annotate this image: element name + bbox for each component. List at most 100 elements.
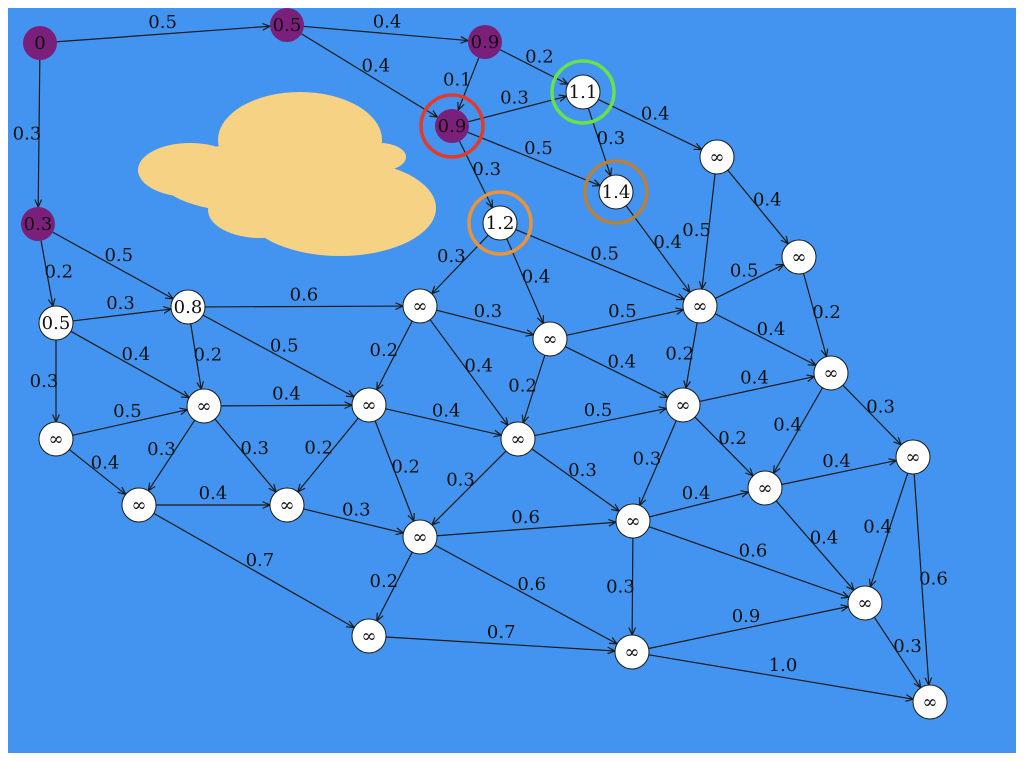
graph-node-n17[interactable]: ∞ [500,421,536,457]
edge-n11-n12 [204,306,403,307]
graph-node-n9[interactable]: ∞ [781,239,817,275]
graph-node-n8[interactable]: ∞ [699,139,735,175]
unvisited-node-circle [847,585,883,621]
node-distance-label: ∞ [758,478,773,499]
node-distance-label: 0.9 [438,116,467,137]
edge-n13-n14 [566,310,684,336]
edge-weight-label: 0.4 [740,367,769,388]
node-distance-label: ∞ [413,296,428,317]
graph-node-n3[interactable]: 0.3 [21,207,55,241]
edge-weight-label: 0.2 [304,437,333,458]
graph-node-n7[interactable]: 1.2 [467,190,533,256]
unvisited-node-circle [813,355,849,391]
edge-n23-n24 [436,522,616,537]
node-distance-label: 0.3 [24,214,53,235]
edge-n3-n11 [52,231,173,299]
edge-n16-n23 [374,420,414,521]
unvisited-node-circle [38,305,74,341]
edge-n16-n22 [298,417,359,492]
edge-weight-label: 0.3 [472,159,501,180]
edge-weight-label: 0.3 [500,87,529,108]
edge-weight-label: 0.7 [246,550,275,571]
edge-n29-n30 [385,636,615,651]
edge-weight-label: 0.2 [508,375,537,396]
graph-node-n30[interactable]: ∞ [614,634,650,670]
graph-node-n18[interactable]: ∞ [38,421,74,457]
graph-node-n24[interactable]: ∞ [615,503,651,539]
edge-weight-label: 0.4 [464,355,493,376]
edge-n6-n14 [625,205,690,293]
edge-n13-n17 [523,355,546,423]
graph-node-n20[interactable]: ∞ [665,387,701,423]
edge-weight-label: 0.2 [665,343,694,364]
edge-n21-n26 [842,384,901,445]
edge-weight-label: 0.4 [653,232,682,253]
edge-weight-label: 0.3 [597,128,626,149]
graph-node-n10[interactable]: 0.5 [38,305,74,341]
graph-node-n11[interactable]: 0.8 [170,289,206,325]
edge-n23-n29 [377,551,413,621]
node-distance-label: ∞ [858,593,873,614]
edge-n30-n28 [648,606,849,650]
graph-node-n1[interactable]: 0.5 [270,8,304,42]
graph-node-n12[interactable]: ∞ [402,288,438,324]
edge-n5-n6 [587,107,610,176]
node-distance-label: 1.2 [486,213,515,234]
edge-n15-n16 [220,405,352,406]
edge-weight-label: 0.4 [773,415,802,436]
edge-weight-label: 0.4 [522,266,551,287]
edge-n12-n16 [377,320,413,390]
edge-weight-label: 0.6 [517,574,546,595]
node-distance-label: ∞ [132,495,147,516]
graph-node-n32[interactable]: ∞ [912,684,948,720]
graph-node-n6[interactable]: 1.4 [583,159,649,225]
graph-node-n4[interactable]: 0.9 [419,93,485,159]
graph-node-n26[interactable]: ∞ [895,439,931,475]
edge-n7-n14 [515,228,685,300]
edge-n20-n25 [694,416,753,476]
edge-weight-label: 0.7 [487,622,516,643]
graph-node-n15[interactable]: ∞ [186,388,222,424]
edge-n12-n13 [436,309,533,335]
node-distance-label: ∞ [49,429,64,450]
edge-n1-n2 [303,25,468,40]
graph-node-n28[interactable]: ∞ [847,585,883,621]
graph-node-n29[interactable]: ∞ [351,618,387,654]
unvisited-node-circle [615,503,651,539]
edge-n25-n26 [781,460,897,486]
unvisited-node-circle [38,421,74,457]
node-distance-label: 0 [34,33,45,54]
node-distance-label: ∞ [362,395,377,416]
unvisited-node-circle [699,139,735,175]
unvisited-node-circle [351,387,387,423]
edge-n17-n20 [534,408,667,437]
edge-n4-n6 [467,131,600,185]
edge-weight-label: 0.1 [443,70,472,91]
graph-node-n14[interactable]: ∞ [682,288,718,324]
graph-node-n0[interactable]: 0 [23,26,57,60]
graph-node-n16[interactable]: ∞ [351,387,387,423]
water-background [8,8,1016,753]
edge-weight-label: 0.2 [44,261,73,282]
edge-weight-label: 0.4 [608,351,637,372]
unvisited-node-circle [895,439,931,475]
highlight-ring [419,93,485,159]
graph-node-n5[interactable]: 1.1 [550,59,616,125]
node-distance-label: ∞ [362,626,377,647]
graph-node-n23[interactable]: ∞ [402,519,438,555]
edge-weight-label: 0.5 [730,261,759,282]
edge-weight-label: 0.4 [432,400,461,421]
edge-weight-label: 1.0 [769,655,798,676]
edge-n4-n5 [468,96,566,123]
graph-node-n13[interactable]: ∞ [532,321,568,357]
graph-node-n19[interactable]: ∞ [121,487,157,523]
edge-weight-label: 0.9 [732,606,761,627]
edge-n14-n21 [714,313,816,366]
node-distance-label: ∞ [543,329,558,350]
graph-node-n22[interactable]: ∞ [269,487,305,523]
graph-node-n25[interactable]: ∞ [747,470,783,506]
graph-node-n2[interactable]: 0.9 [468,25,502,59]
node-distance-label: ∞ [413,527,428,548]
edge-n21-n25 [773,387,824,474]
graph-node-n21[interactable]: ∞ [813,355,849,391]
